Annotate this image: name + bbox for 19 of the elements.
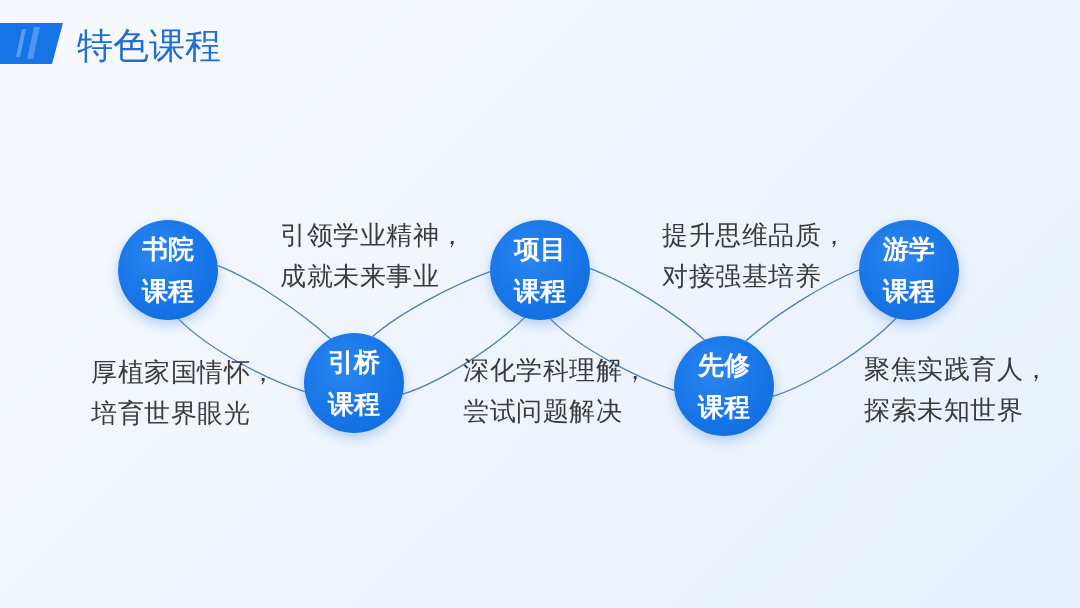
connector-line — [589, 267, 706, 341]
course-description: 深化学科理解，尝试问题解决 — [463, 354, 650, 428]
course-description: 引领学业精神，成就未来事业 — [280, 219, 467, 293]
connector-line — [402, 316, 526, 395]
page-title: 特色课程 — [77, 25, 221, 67]
connector-line — [372, 271, 491, 338]
course-description: 厚植家国情怀，培育世界眼光 — [91, 356, 278, 430]
connector-line — [549, 318, 675, 392]
course-name: 引桥课程 — [326, 346, 381, 421]
connector-line — [745, 269, 860, 342]
course-name: 游学课程 — [881, 233, 936, 308]
course-name: 项目课程 — [512, 233, 567, 308]
course-name: 先修课程 — [696, 349, 751, 424]
course-description: 聚焦实践育人，探索未知世界 — [864, 353, 1051, 427]
connector-line — [772, 317, 897, 398]
connector-line — [217, 264, 332, 340]
course-description: 提升思维品质，对接强基培养 — [662, 219, 849, 293]
course-name: 书院课程 — [140, 233, 195, 308]
connector-line — [177, 318, 306, 393]
